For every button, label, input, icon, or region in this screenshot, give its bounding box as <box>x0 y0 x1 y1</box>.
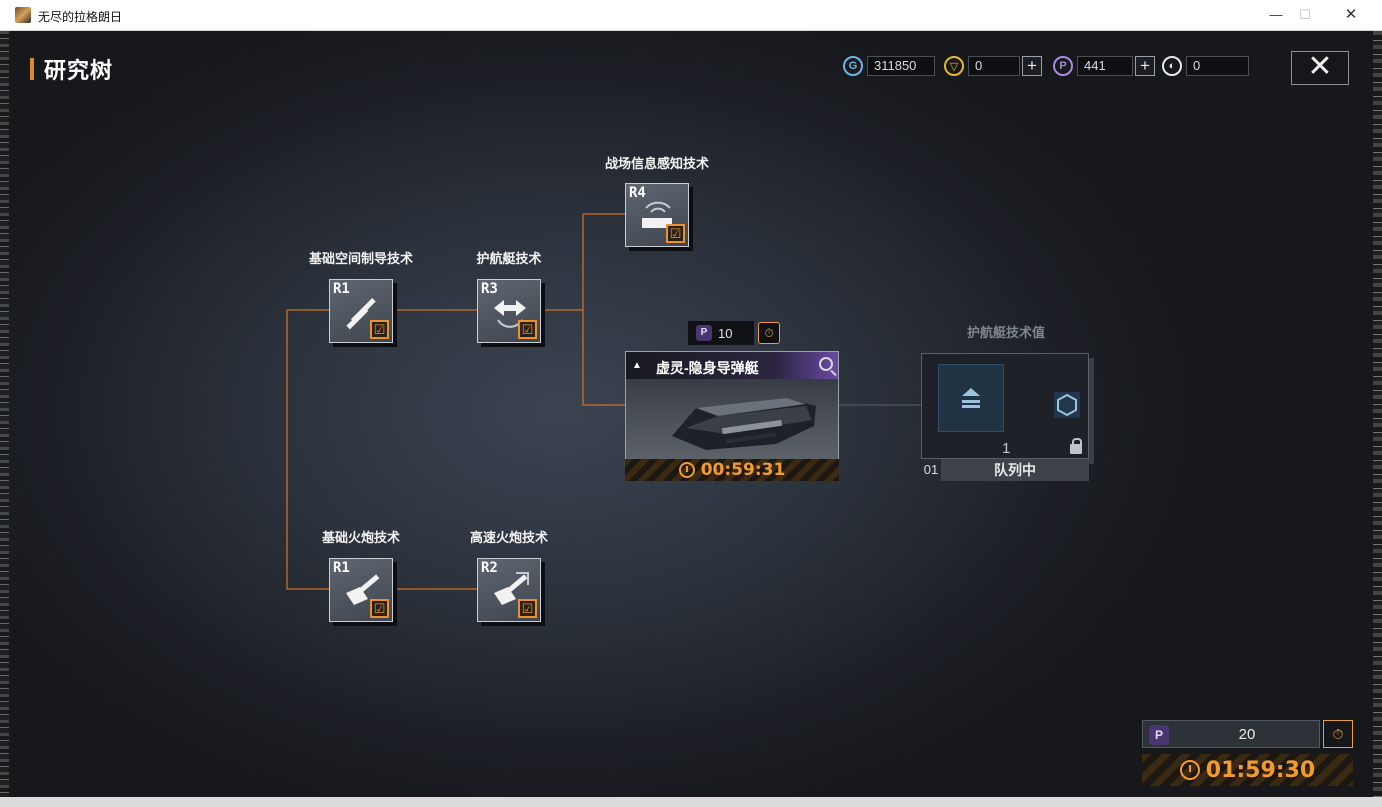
node-label-escort-tech: 护航艇技术 <box>476 251 542 266</box>
refresh-currency-icon: G <box>843 56 863 76</box>
queue-preview <box>938 364 1004 432</box>
title-accent-bar <box>30 58 34 80</box>
clock-icon <box>678 462 695 478</box>
background-edge-right <box>1373 31 1382 807</box>
completed-check-icon: ☑ <box>518 320 537 339</box>
completed-check-icon: ☑ <box>370 599 389 618</box>
tree-connection-lines <box>286 213 921 590</box>
radar-icon <box>642 201 672 228</box>
page-title: 研究树 <box>30 57 113 83</box>
ship-class-icon: ▲ <box>632 360 642 371</box>
window-close-button[interactable]: ✕ <box>1344 6 1358 23</box>
completed-check-icon: ☑ <box>666 224 685 243</box>
tech-node-basic-artillery[interactable]: R1 ☑ <box>329 558 393 622</box>
purple-currency-icon: P <box>1053 56 1073 76</box>
bottom-timer: 01:59:30 <box>1142 754 1353 786</box>
node-rank: R1 <box>333 281 350 297</box>
bottom-timer-text: 01:59:30 <box>1205 757 1316 783</box>
resource-refresh-currency: G 311850 <box>843 55 935 77</box>
purple-currency-value: 441 <box>1077 56 1133 76</box>
active-cost-value: 10 <box>718 325 733 341</box>
bottom-cost-value: 20 <box>1238 726 1256 743</box>
rapid-cannon-icon <box>494 572 529 605</box>
purple-currency-icon: P <box>1149 725 1169 745</box>
bottom-cost-box: P 20 <box>1142 720 1320 748</box>
active-timer-text: 00:59:31 <box>700 460 786 480</box>
resource-purple-currency: P 441 + <box>1053 55 1155 77</box>
queue-title: 护航艇技术值 <box>966 325 1046 340</box>
window-title: 无尽的拉格朗日 <box>38 10 123 24</box>
refresh-currency-value: 311850 <box>867 56 935 76</box>
window-titlebar: 无尽的拉格朗日 — ☐ ✕ <box>0 0 1382 31</box>
missile-icon <box>346 297 376 330</box>
completed-check-icon: ☑ <box>370 320 389 339</box>
background-edge-left <box>0 31 9 807</box>
active-research-card[interactable]: ▲ 虚灵-隐身导弹艇 <box>625 351 839 463</box>
ship-class-icon <box>962 388 980 408</box>
cannon-icon <box>346 574 380 605</box>
card-header-stripe <box>626 352 838 379</box>
active-research-timer: 00:59:31 <box>625 459 839 481</box>
bottom-speedup-panel: P 20 ⏱ 01:59:30 <box>1142 720 1353 786</box>
gold-currency-icon: ▽ <box>944 56 964 76</box>
node-label-rapid-artillery: 高速火炮技术 <box>469 530 549 545</box>
node-label-basic-space-guidance: 基础空间制导技术 <box>308 251 414 266</box>
search-icon[interactable] <box>819 357 833 371</box>
close-research-tree-button[interactable]: ✕ <box>1291 51 1349 85</box>
node-label-basic-artillery: 基础火炮技术 <box>321 530 401 545</box>
page-title-text: 研究树 <box>44 58 114 83</box>
speed-up-icon[interactable]: ⏱ <box>758 322 780 344</box>
resource-white-currency: ◐ 0 <box>1162 55 1249 77</box>
research-tree-screen: 研究树 G 311850 ▽ 0 + P 441 + ◐ 0 ✕ <box>0 31 1382 807</box>
tech-node-battlefield-sensing[interactable]: R4 ☑ <box>625 183 689 247</box>
node-rank: R3 <box>481 281 498 297</box>
missile-boat-image <box>672 398 816 450</box>
speed-up-icon[interactable]: ⏱ <box>1323 720 1353 748</box>
active-research-cost: P 10 ⏱ <box>688 321 780 345</box>
lock-icon <box>1070 438 1082 454</box>
app-icon <box>15 7 31 23</box>
gold-currency-add-button[interactable]: + <box>1022 56 1042 76</box>
gold-currency-value: 0 <box>968 56 1020 76</box>
white-currency-value: 0 <box>1186 56 1249 76</box>
queue-status: 队列中 <box>994 462 1036 478</box>
white-currency-icon: ◐ <box>1162 56 1182 76</box>
queue-footer: 01 队列中 <box>921 459 1089 481</box>
purple-currency-add-button[interactable]: + <box>1135 56 1155 76</box>
tech-emblem-icon <box>1054 392 1080 418</box>
node-rank: R4 <box>629 185 646 201</box>
tech-node-rapid-artillery[interactable]: R2 ☑ <box>477 558 541 622</box>
tech-node-basic-space-guidance[interactable]: R1 ☑ <box>329 279 393 343</box>
active-cost-box: P 10 <box>688 321 754 345</box>
maximize-button[interactable]: ☐ <box>1299 7 1311 22</box>
node-rank: R2 <box>481 560 498 576</box>
purple-currency-icon: P <box>696 325 712 341</box>
queue-card[interactable]: 1 <box>921 353 1089 459</box>
queue-count: 1 <box>1002 440 1011 457</box>
minimize-button[interactable]: — <box>1269 7 1283 22</box>
active-research-name: 虚灵-隐身导弹艇 <box>656 360 759 376</box>
resource-gold-currency: ▽ 0 + <box>944 55 1042 77</box>
queue-slot-number: 01 <box>921 459 941 481</box>
tech-node-escort-tech[interactable]: R3 ☑ <box>477 279 541 343</box>
node-label-battlefield-sensing: 战场信息感知技术 <box>604 156 710 171</box>
clock-icon <box>1179 760 1200 780</box>
completed-check-icon: ☑ <box>518 599 537 618</box>
taskbar-strip <box>0 797 1382 807</box>
node-rank: R1 <box>333 560 350 576</box>
